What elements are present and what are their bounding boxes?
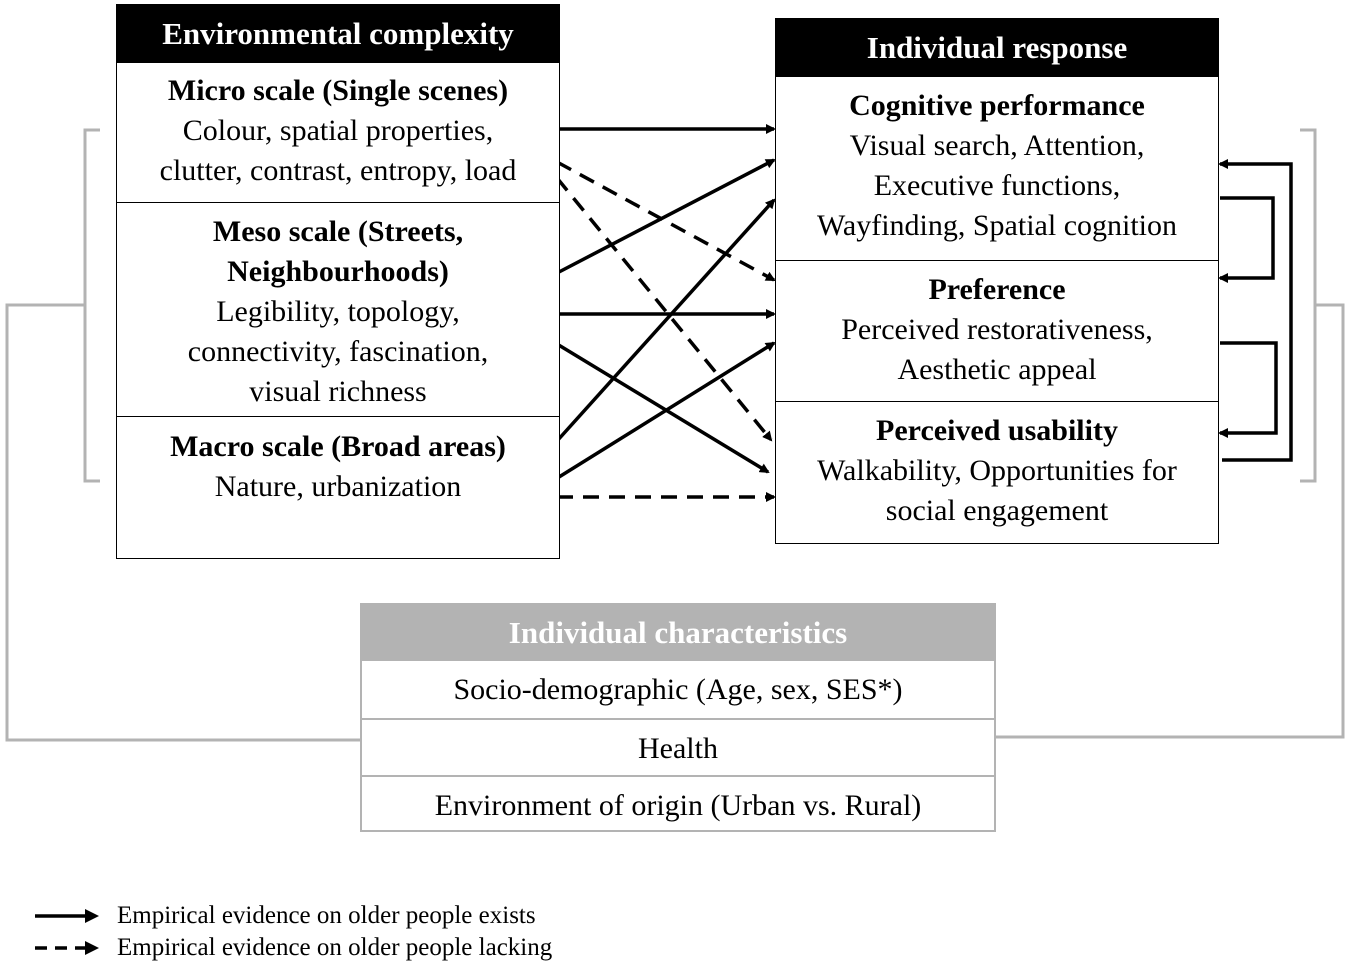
arrow-macro-cognitive bbox=[555, 198, 776, 443]
meso-scale-title-line-1: Meso scale (Streets, bbox=[212, 215, 464, 248]
grey-connectors bbox=[5, 128, 1345, 742]
environmental-complexity-header: Environmental complexity bbox=[117, 5, 559, 63]
macro-scale-section: Macro scale (Broad areas) Nature, urbani… bbox=[117, 427, 559, 507]
response-feedback-arrows bbox=[1218, 159, 1293, 462]
dashed-arrow-icon bbox=[35, 941, 99, 955]
macro-scale-line-1: Nature, urbanization bbox=[214, 470, 462, 503]
meso-scale-section: Meso scale (Streets, Neighbourhoods) Leg… bbox=[117, 212, 559, 412]
individual-response-header: Individual response bbox=[776, 19, 1218, 77]
preference-title: Preference bbox=[928, 273, 1066, 306]
left-bracket bbox=[83, 128, 100, 483]
perceived-usability-section: Perceived usability Walkability, Opportu… bbox=[776, 411, 1218, 531]
legend-item-dashed: Empirical evidence on older people lacki… bbox=[35, 932, 552, 964]
preference-line-1: Perceived restorativeness, bbox=[841, 313, 1153, 346]
divider-preference-usability bbox=[776, 401, 1218, 402]
individual-characteristics-header: Individual characteristics bbox=[362, 605, 994, 661]
arrow-macro-preference bbox=[558, 341, 776, 479]
divider-cognitive-preference bbox=[776, 260, 1218, 261]
environmental-complexity-box: Environmental complexity Micro scale (Si… bbox=[116, 4, 560, 559]
cognitive-performance-line-2: Executive functions, bbox=[873, 169, 1121, 202]
meso-scale-line-3: visual richness bbox=[249, 375, 427, 408]
preference-line-2: Aesthetic appeal bbox=[897, 353, 1097, 386]
meso-scale-line-1: Legibility, topology, bbox=[216, 295, 460, 328]
individual-characteristics-box: Individual characteristics Socio-demogra… bbox=[360, 603, 996, 832]
perceived-usability-title: Perceived usability bbox=[876, 414, 1118, 447]
legend-item-solid: Empirical evidence on older people exist… bbox=[35, 900, 552, 932]
arrow-micro-usability-dashed bbox=[555, 176, 773, 442]
left-feedback-line bbox=[5, 303, 360, 742]
divider-micro-meso bbox=[117, 202, 559, 203]
right-bracket bbox=[1300, 128, 1317, 483]
perceived-usability-line-2: social engagement bbox=[885, 494, 1109, 527]
micro-scale-section: Micro scale (Single scenes) Colour, spat… bbox=[117, 71, 559, 191]
environmental-complexity-title: Environmental complexity bbox=[162, 16, 514, 51]
cognitive-performance-title: Cognitive performance bbox=[849, 89, 1145, 122]
characteristic-row: Socio-demographic (Age, sex, SES*) bbox=[453, 673, 903, 706]
legend-solid-label: Empirical evidence on older people exist… bbox=[117, 902, 536, 929]
meso-scale-line-2: connectivity, fascination, bbox=[187, 335, 489, 368]
characteristic-row: Environment of origin (Urban vs. Rural) bbox=[362, 775, 994, 832]
arrow-meso-cognitive bbox=[558, 158, 776, 274]
preference-section: Preference Perceived restorativeness, Ae… bbox=[776, 270, 1218, 390]
macro-scale-title: Macro scale (Broad areas) bbox=[170, 430, 506, 463]
arrow-micro-preference-dashed bbox=[556, 160, 776, 282]
individual-response-box: Individual response Cognitive performanc… bbox=[775, 18, 1219, 544]
cognitive-performance-section: Cognitive performance Visual search, Att… bbox=[776, 86, 1218, 246]
divider-meso-macro bbox=[117, 416, 559, 417]
feedback-usability-cognitive bbox=[1218, 159, 1293, 462]
cross-arrows bbox=[555, 124, 776, 502]
micro-scale-title: Micro scale (Single scenes) bbox=[167, 74, 509, 107]
individual-response-title: Individual response bbox=[866, 30, 1128, 65]
solid-arrow-icon bbox=[35, 909, 99, 923]
legend-dashed-label: Empirical evidence on older people lacki… bbox=[117, 934, 553, 961]
perceived-usability-line-1: Walkability, Opportunities for bbox=[817, 454, 1177, 487]
feedback-preference-usability bbox=[1218, 341, 1278, 438]
characteristic-row: Health bbox=[362, 718, 994, 775]
micro-scale-line-2: clutter, contrast, entropy, load bbox=[159, 154, 517, 187]
individual-characteristics-title: Individual characteristics bbox=[508, 615, 848, 650]
right-feedback-line bbox=[995, 303, 1345, 739]
cognitive-performance-line-1: Visual search, Attention, bbox=[849, 129, 1145, 162]
cognitive-performance-line-3: Wayfinding, Spatial cognition bbox=[816, 209, 1178, 242]
micro-scale-line-1: Colour, spatial properties, bbox=[182, 114, 494, 147]
legend: Empirical evidence on older people exist… bbox=[35, 900, 552, 964]
arrow-meso-usability bbox=[556, 342, 770, 474]
feedback-cognitive-preference bbox=[1218, 196, 1275, 283]
meso-scale-title-line-2: Neighbourhoods) bbox=[227, 255, 449, 288]
